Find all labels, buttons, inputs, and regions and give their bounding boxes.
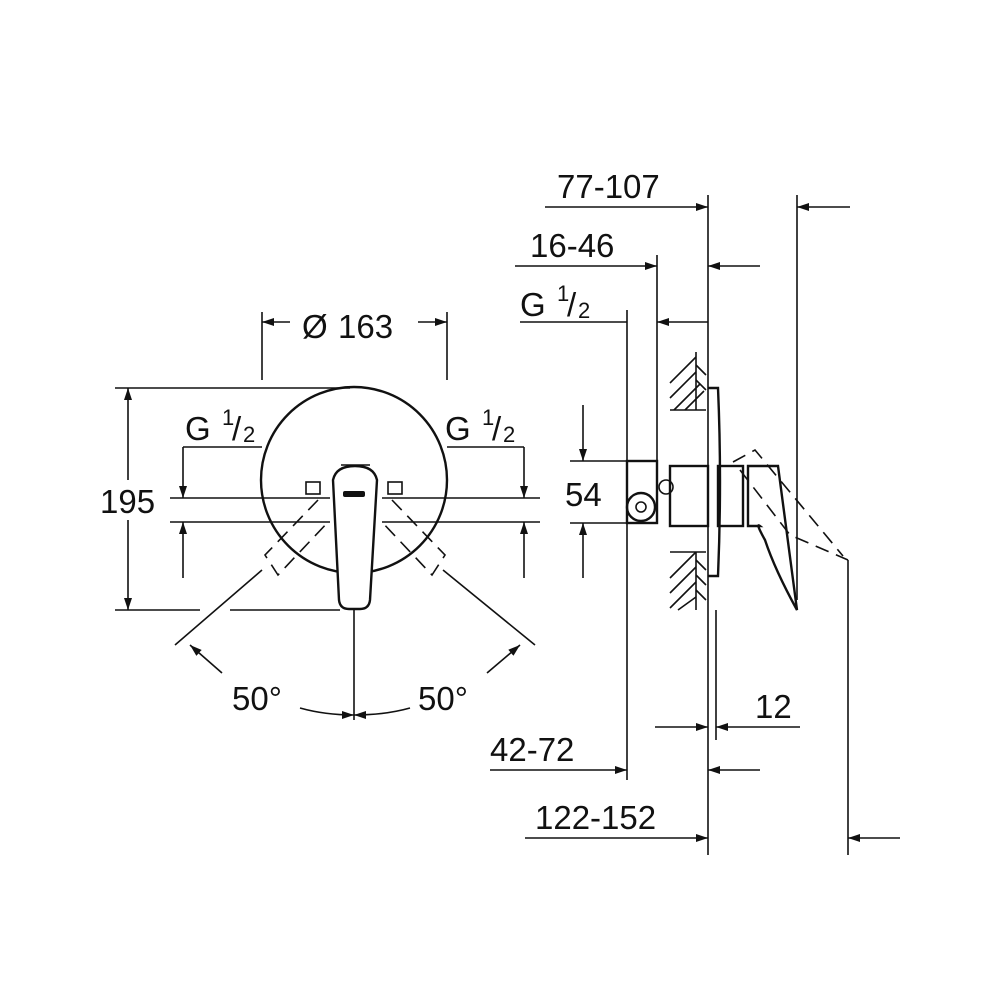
lever-handle	[305, 464, 403, 611]
side-thread-num: 1	[557, 281, 569, 306]
dim-42-72: 42-72	[490, 731, 574, 768]
wall-hatching	[669, 352, 707, 611]
angle-right: 50°	[418, 680, 468, 717]
height-dimension: 195	[95, 387, 350, 611]
thread-left-slash: /	[232, 410, 242, 447]
height-value: 195	[100, 483, 155, 520]
thread-right-letter: G	[445, 410, 471, 447]
thread-right-num: 1	[482, 405, 494, 430]
front-view: Ø 163 195 G 1 / 2	[95, 308, 540, 720]
thread-left-letter: G	[185, 410, 211, 447]
thread-right-den: 2	[503, 422, 515, 447]
thread-left-num: 1	[222, 405, 234, 430]
side-thread-slash: /	[567, 286, 577, 323]
thread-right-slash: /	[492, 410, 502, 447]
side-thread-letter: G	[520, 286, 546, 323]
thread-left-dimension: G 1 / 2	[179, 405, 262, 578]
diameter-dimension: Ø 163	[261, 308, 448, 380]
diameter-symbol: Ø	[302, 308, 328, 345]
valve-body	[625, 459, 745, 528]
thread-left-den: 2	[243, 422, 255, 447]
dim-12: 12	[755, 688, 792, 725]
thread-right-dimension: G 1 / 2	[445, 405, 528, 578]
dim-122-152: 122-152	[535, 799, 656, 836]
dim-16-46: 16-46	[530, 227, 614, 264]
angle-left: 50°	[232, 680, 282, 717]
diameter-value: 163	[338, 308, 393, 345]
side-thread-den: 2	[578, 298, 590, 323]
dim-77-107: 77-107	[557, 168, 660, 205]
side-view: 77-107 16-46 G 1 / 2 54 12 42-72 122-152	[490, 168, 900, 855]
dim-54: 54	[565, 476, 602, 513]
